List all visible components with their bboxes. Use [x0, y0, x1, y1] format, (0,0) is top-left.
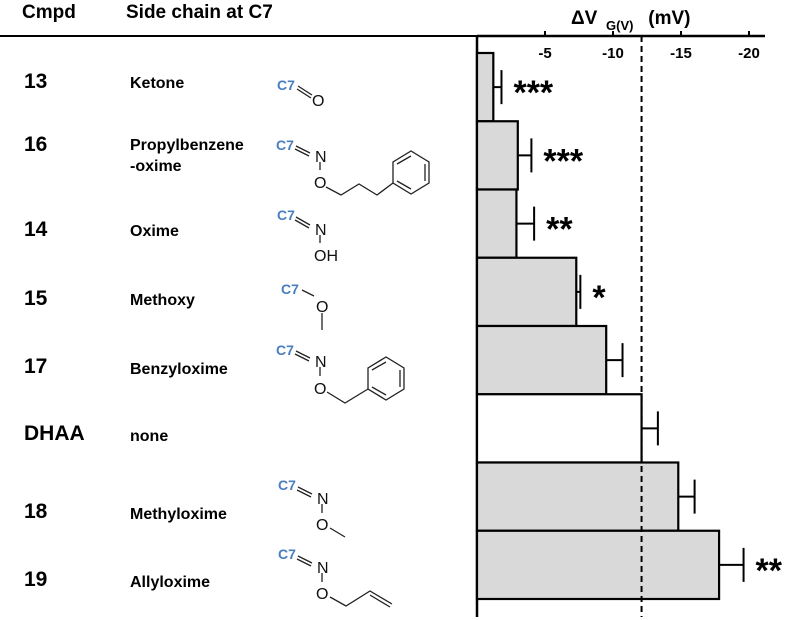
structure-ketone [296, 85, 313, 99]
atom-o: O [316, 299, 328, 316]
structure-methyloxime [296, 486, 346, 538]
c7-label: C7 [278, 477, 296, 493]
side-chain-name-line1: Propylbenzene [130, 137, 244, 154]
x-tick-label: -15 [670, 45, 692, 62]
side-chain-name: Ketone [130, 75, 185, 92]
side-chain-name-line2: -oxime [130, 158, 182, 175]
side-chain-name: Benzyloxime [130, 361, 228, 378]
bar-19 [475, 529, 721, 601]
x-tick-label: -10 [602, 45, 624, 62]
bar-DHAA [475, 393, 643, 464]
c7-label: C7 [276, 137, 294, 153]
header-rule [0, 35, 478, 37]
c7-label: C7 [278, 546, 296, 562]
bar-17 [475, 324, 608, 396]
x-tick-label: -20 [738, 45, 760, 62]
atom-n: N [315, 354, 327, 371]
chart-title-unit: (mV) [643, 8, 691, 29]
atom-o: O [314, 175, 326, 192]
cmpd-label: 17 [24, 355, 48, 378]
cmpd-label: 15 [24, 287, 48, 310]
chart-title: ΔV G(V) (mV) [571, 8, 691, 33]
atom-n: N [315, 222, 327, 239]
significance-label-14: ** [546, 211, 573, 249]
c7-label: C7 [277, 207, 295, 223]
cmpd-label: 19 [24, 568, 48, 591]
chart-title-main: ΔV [571, 8, 598, 29]
header-cmpd: Cmpd [22, 2, 76, 23]
structure-propylbenzene-oxime [294, 145, 430, 196]
side-chain-name: none [130, 428, 169, 445]
bar-16 [475, 120, 519, 191]
structure-allyloxime [296, 555, 393, 608]
atom-n: N [317, 560, 329, 577]
bar-15 [475, 256, 578, 328]
atom-n: N [317, 491, 329, 508]
side-chain-name: Methoxy [130, 292, 195, 309]
atom-o: O [314, 381, 326, 398]
atom-o: O [316, 517, 328, 534]
significance-label-15: * [592, 279, 606, 317]
significance-label-19: ** [756, 552, 783, 590]
side-chain-name: Allyloxime [130, 574, 211, 591]
side-chain-name: Oxime [130, 223, 179, 240]
c7-label: C7 [276, 342, 294, 358]
bar-18 [475, 461, 680, 532]
cmpd-label: 16 [24, 133, 48, 156]
header-side-chain: Side chain at C7 [126, 2, 273, 23]
cmpd-label: DHAA [24, 422, 85, 445]
cmpd-label: 13 [24, 70, 48, 93]
bar-14 [475, 188, 518, 259]
structure-benzyloxime [294, 350, 405, 404]
structures: C7 C7 C7 C7 C7 C7 C7 O N O N OH O N O N … [276, 77, 430, 608]
significance-label-16: *** [543, 142, 583, 180]
cmpd-label: 14 [24, 218, 48, 241]
bar-13 [475, 51, 495, 123]
atom-n: N [315, 149, 327, 166]
x-tick-label: -5 [538, 45, 551, 62]
side-chain-name: Propylbenzene -oxime [130, 135, 244, 177]
cmpd-label: 18 [24, 500, 48, 523]
side-chain-name: Methyloxime [130, 506, 227, 523]
c7-label: C7 [277, 77, 295, 93]
c7-label: C7 [281, 281, 299, 297]
structure-methoxy [301, 289, 323, 330]
chart-title-sub: G(V) [606, 18, 633, 33]
atom-oh: OH [314, 248, 338, 265]
atom-o: O [312, 93, 324, 110]
significance-label-13: *** [513, 74, 553, 112]
structure-oxime [294, 216, 321, 243]
atom-o: O [316, 586, 328, 603]
